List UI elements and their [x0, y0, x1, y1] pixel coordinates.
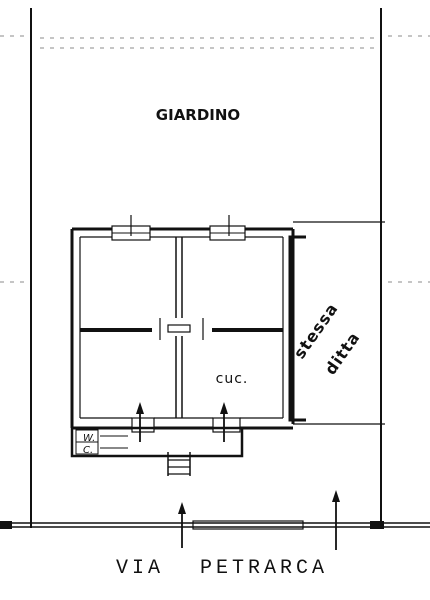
street-word-2: PETRARCA [200, 557, 328, 580]
wc-label-1: W. [83, 433, 95, 444]
street-word-1: VIA [116, 557, 164, 580]
wc-label-2: C. [83, 445, 93, 456]
wc-block [70, 426, 244, 476]
adjacent-property [288, 221, 385, 425]
hatch-marks [0, 35, 430, 283]
road-frontage [0, 520, 384, 530]
lot-boundary [0, 8, 430, 528]
access-arrows [130, 215, 340, 550]
interior-walls [80, 237, 283, 418]
garden-label: GIARDINO [156, 106, 240, 124]
kitchen-label: cuc. [216, 371, 249, 387]
neighbor-label-line2: ditta [321, 328, 364, 378]
